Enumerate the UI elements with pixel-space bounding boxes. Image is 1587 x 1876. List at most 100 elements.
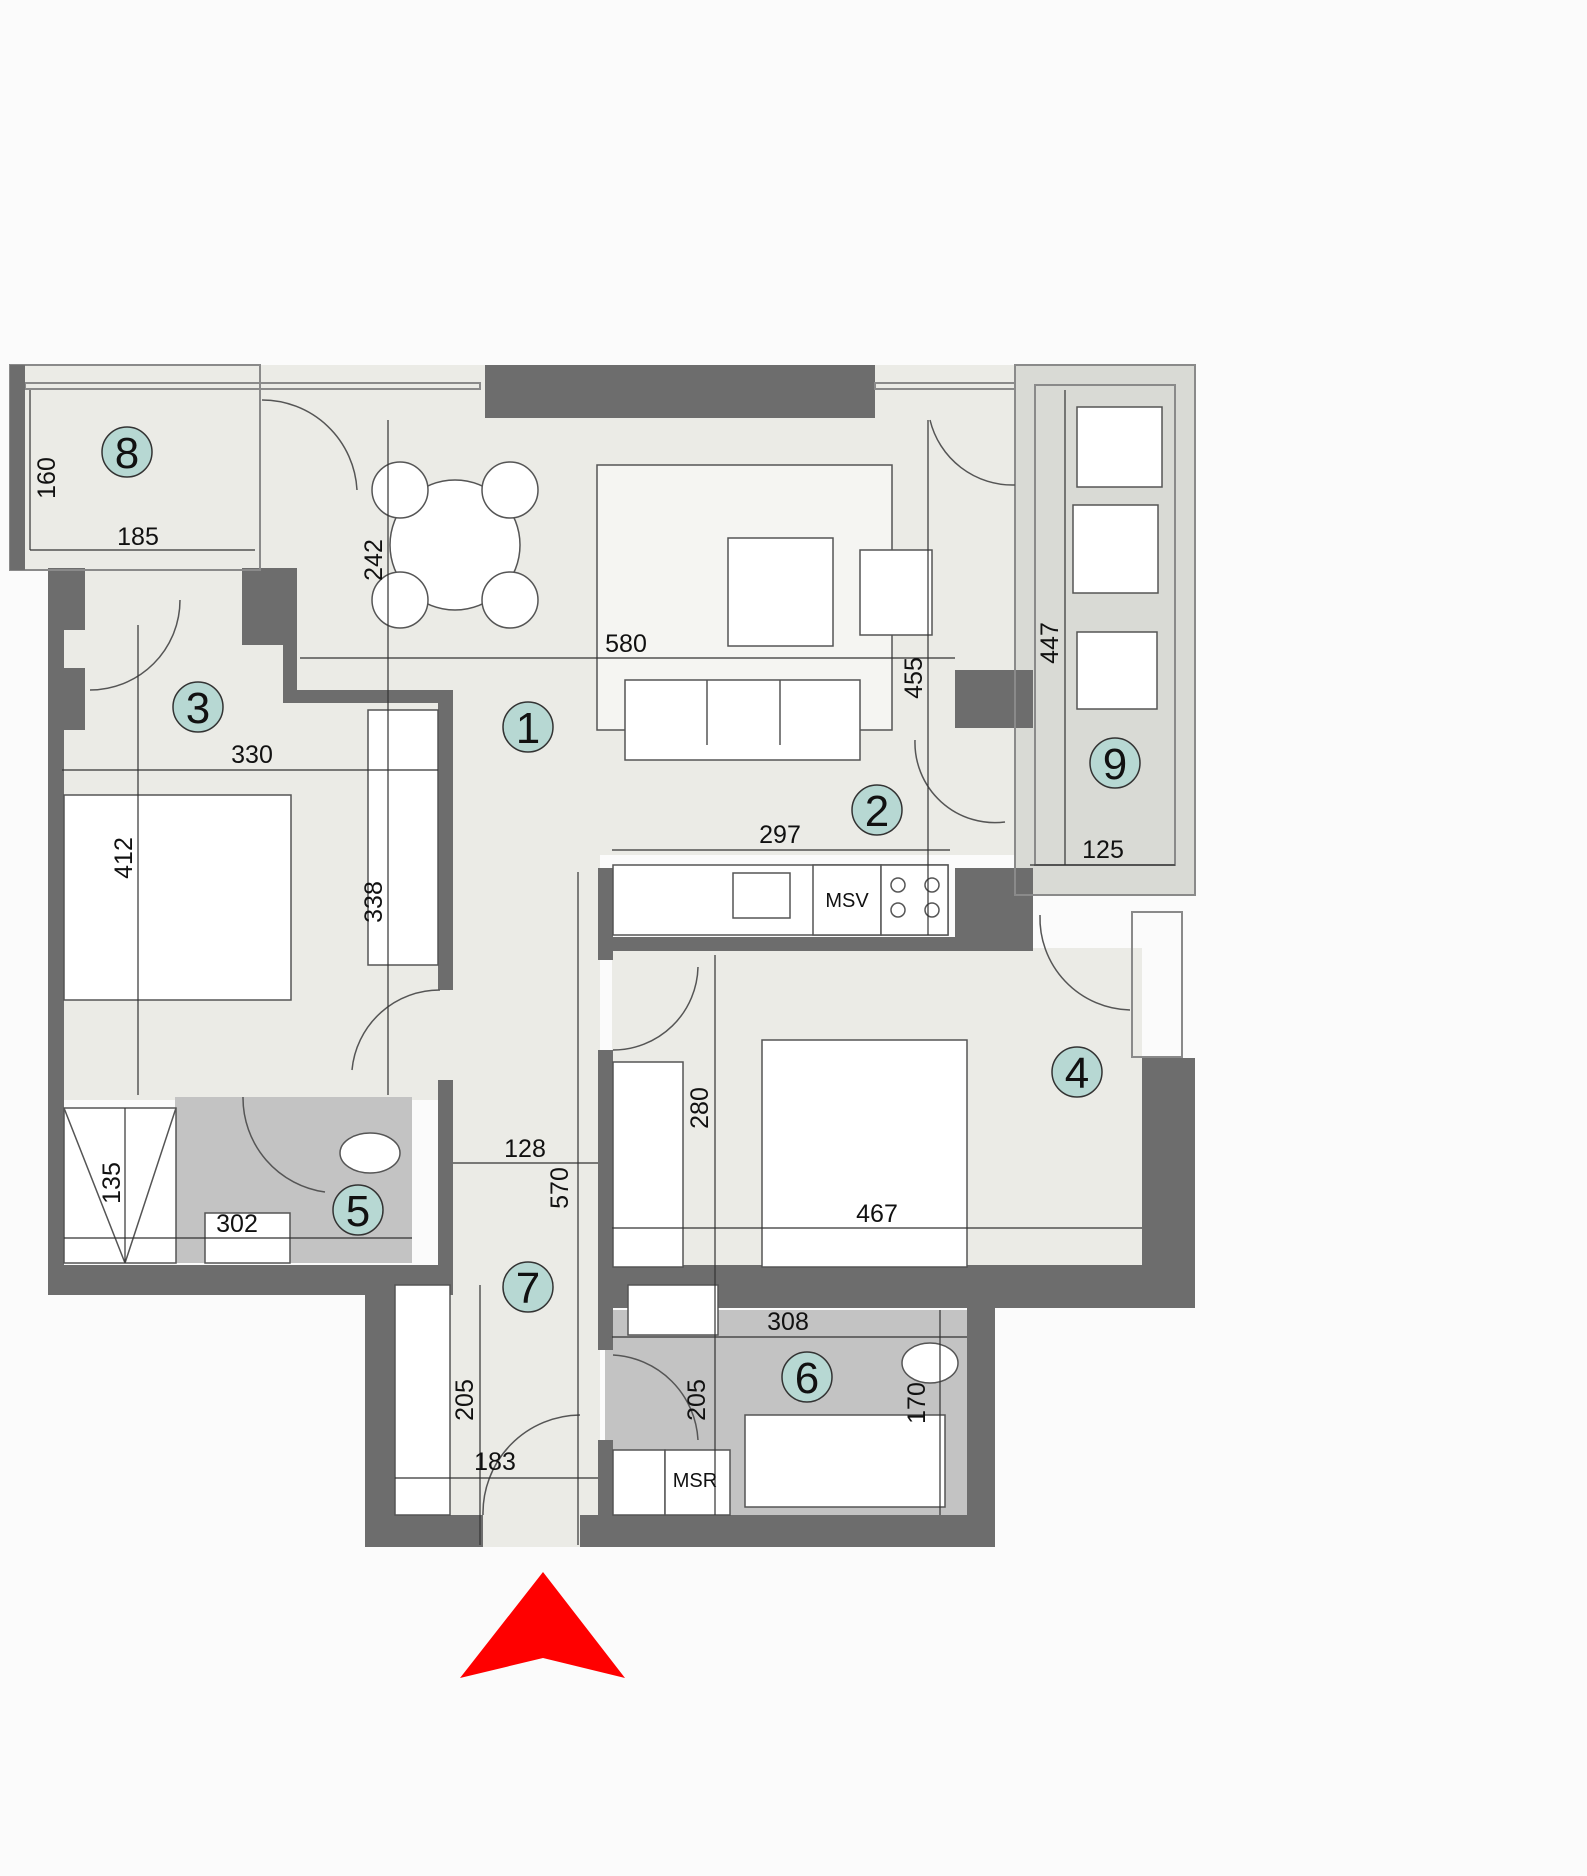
room-number-7: 7 bbox=[516, 1264, 540, 1313]
balcony-8-edge bbox=[10, 365, 25, 570]
door-bedroom3-entry[interactable] bbox=[351, 989, 441, 1071]
dim-242: 242 bbox=[360, 539, 388, 581]
wall-left-pillar bbox=[48, 568, 85, 630]
armchair bbox=[859, 549, 933, 636]
dining-table bbox=[389, 479, 521, 611]
dim-580: 580 bbox=[605, 630, 647, 658]
hob-burner-2 bbox=[924, 877, 940, 893]
wall-bath5-right bbox=[438, 1080, 453, 1295]
dim-128: 128 bbox=[504, 1135, 546, 1163]
room-badge-4: 4 bbox=[1051, 1046, 1103, 1098]
wall-bath6-tab bbox=[735, 1280, 967, 1308]
furniture bbox=[63, 461, 968, 1516]
bath5-toilet bbox=[339, 1132, 401, 1174]
door-kitchen[interactable] bbox=[612, 966, 699, 1051]
dining-chair-1 bbox=[371, 461, 429, 519]
bath5-shower bbox=[63, 1107, 177, 1264]
room-badges: 1 2 3 4 5 6 7 8 9 bbox=[101, 426, 1141, 1403]
wall-bedroom3-pillar bbox=[242, 568, 297, 645]
hob-burner-4 bbox=[924, 902, 940, 918]
bath5-shower-diag-2 bbox=[124, 1107, 177, 1264]
balcony-chair-3 bbox=[1076, 631, 1158, 710]
bath6-toilet bbox=[901, 1342, 959, 1384]
door-bath5[interactable] bbox=[242, 1096, 326, 1193]
room-number-3: 3 bbox=[186, 684, 210, 733]
wall-bath6-right bbox=[967, 1300, 995, 1547]
dining-set bbox=[371, 461, 539, 629]
dimension-lines bbox=[29, 390, 1175, 1545]
bath6-washbasin bbox=[627, 1284, 719, 1336]
door-kitchen-balcony[interactable] bbox=[914, 739, 1006, 824]
balcony-chair-1 bbox=[1076, 406, 1163, 488]
dim-205b: 205 bbox=[683, 1379, 711, 1421]
dimension-labels: 160 185 242 580 455 447 330 412 338 297 … bbox=[33, 457, 1124, 1476]
balcony-chair-2 bbox=[1072, 504, 1159, 594]
room-number-5: 5 bbox=[346, 1187, 370, 1236]
door-balcony8[interactable] bbox=[261, 399, 358, 491]
room-badge-5: 5 bbox=[332, 1184, 384, 1236]
window-bedroom4 bbox=[1131, 911, 1183, 1058]
wall-kitchen-bottom bbox=[598, 937, 1033, 951]
door-entrance[interactable] bbox=[482, 1414, 581, 1516]
room-badge-9: 9 bbox=[1089, 737, 1141, 789]
msv-label: MSV bbox=[825, 890, 869, 912]
door-balcony9[interactable] bbox=[929, 419, 1016, 486]
hall-wardrobe bbox=[394, 1284, 451, 1516]
hall-floor bbox=[450, 700, 600, 1547]
msr-cabinet bbox=[664, 1449, 731, 1516]
room-number-4: 4 bbox=[1065, 1049, 1089, 1098]
doors[interactable] bbox=[89, 399, 1131, 1516]
wall-bottom-right bbox=[580, 1515, 995, 1547]
dim-170: 170 bbox=[903, 1382, 931, 1424]
door-bedroom3[interactable] bbox=[89, 599, 181, 691]
room-badge-1: 1 bbox=[502, 701, 554, 753]
dim-183: 183 bbox=[474, 1448, 516, 1476]
kitchen-sink bbox=[732, 872, 791, 919]
equipment-labels: MSV MSR bbox=[673, 890, 870, 1492]
wall-hall-bottom-left bbox=[365, 1515, 483, 1547]
bath5-shower-diag-1 bbox=[63, 1107, 126, 1264]
wall-bedroom4-right bbox=[1142, 1058, 1195, 1308]
hob-burner-3 bbox=[890, 902, 906, 918]
dim-330: 330 bbox=[231, 741, 273, 769]
wall-left-pillar-2 bbox=[48, 668, 85, 730]
dim-125: 125 bbox=[1082, 836, 1124, 864]
wardrobe-bedroom3 bbox=[367, 709, 439, 966]
room-badge-2: 2 bbox=[851, 784, 903, 836]
dim-467: 467 bbox=[856, 1200, 898, 1228]
entrance-arrow-icon bbox=[460, 1572, 625, 1678]
bed-bedroom4 bbox=[761, 1039, 968, 1268]
room-badge-8: 8 bbox=[101, 426, 153, 478]
dim-205a: 205 bbox=[451, 1379, 479, 1421]
dim-447: 447 bbox=[1036, 622, 1064, 664]
wall-bedroom3-corner bbox=[283, 690, 453, 703]
hob-burner-1 bbox=[890, 877, 906, 893]
wall-top-block bbox=[485, 365, 875, 418]
room-badge-7: 7 bbox=[502, 1261, 554, 1313]
dining-chair-3 bbox=[371, 571, 429, 629]
dim-338: 338 bbox=[360, 881, 388, 923]
dining-chair-4 bbox=[481, 571, 539, 629]
dim-185: 185 bbox=[117, 523, 159, 551]
washing-machine bbox=[612, 1449, 666, 1516]
wall-left-outer bbox=[48, 568, 64, 1295]
balcony-9-furniture bbox=[1072, 406, 1163, 710]
door-bedroom4-balcony[interactable] bbox=[1039, 914, 1131, 1011]
coffee-table bbox=[727, 537, 834, 647]
room-number-9: 9 bbox=[1103, 740, 1127, 789]
door-bath6[interactable] bbox=[612, 1354, 699, 1441]
walls bbox=[48, 365, 1195, 1547]
room-number-8: 8 bbox=[115, 429, 139, 478]
wardrobe-bedroom4 bbox=[612, 1061, 684, 1268]
wall-bedroom3-top bbox=[283, 645, 297, 700]
dim-455: 455 bbox=[900, 657, 928, 699]
wall-column-9 bbox=[955, 670, 1033, 728]
kitchen-hob bbox=[880, 864, 949, 936]
msr-label: MSR bbox=[673, 1470, 717, 1492]
room-number-6: 6 bbox=[795, 1354, 819, 1403]
room-number-2: 2 bbox=[865, 787, 889, 836]
dim-412: 412 bbox=[110, 837, 138, 879]
dim-570: 570 bbox=[546, 1167, 574, 1209]
dim-308: 308 bbox=[767, 1308, 809, 1336]
